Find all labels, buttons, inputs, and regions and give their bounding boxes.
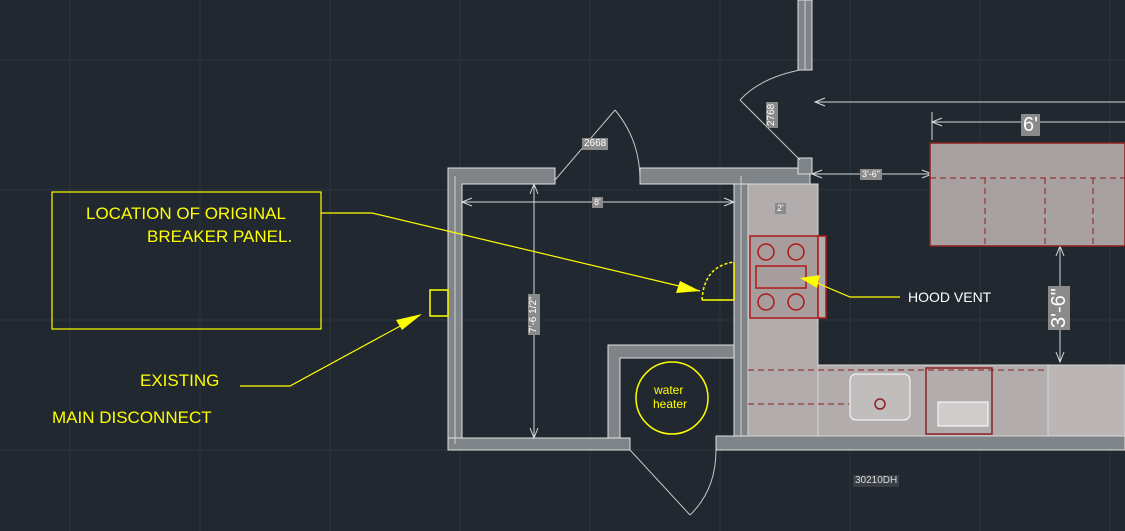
breaker-panel-symbol [701,261,735,301]
door-tag-top: 2668 [582,138,609,150]
hood-vent-note: HOOD VENT [908,289,992,305]
door-swings [554,69,801,516]
leader-lines [240,212,900,387]
water-heater-symbol [635,361,709,435]
breaker-callout-box [51,191,322,330]
breaker-panel-note-line1: LOCATION OF ORIGINAL [86,204,286,223]
dimension-island-length: 6' [1021,114,1040,136]
water-heater-label-line2: heater [653,397,688,411]
existing-note: EXISTING [140,371,220,390]
wall-inner-lines [454,0,806,444]
main-disconnect-note: MAIN DISCONNECT [52,408,212,427]
dimension-island-gap: 3'-6" [1048,286,1070,330]
dimension-room-width: 8' [592,197,603,208]
window-tag: 30210DH [853,475,900,487]
dimension-counter-depth: 2' [775,203,786,214]
breaker-panel-note-line2: BREAKER PANEL. [147,227,293,246]
dimension-room-height: 7'-6 1/2" [528,294,540,335]
door-tag-right: 2768 [766,101,778,128]
leader-arrowheads [396,275,820,330]
main-disconnect-box [429,289,449,317]
dimension-aisle: 3'-6" [860,169,882,180]
water-heater-label-line1: water [654,383,684,397]
